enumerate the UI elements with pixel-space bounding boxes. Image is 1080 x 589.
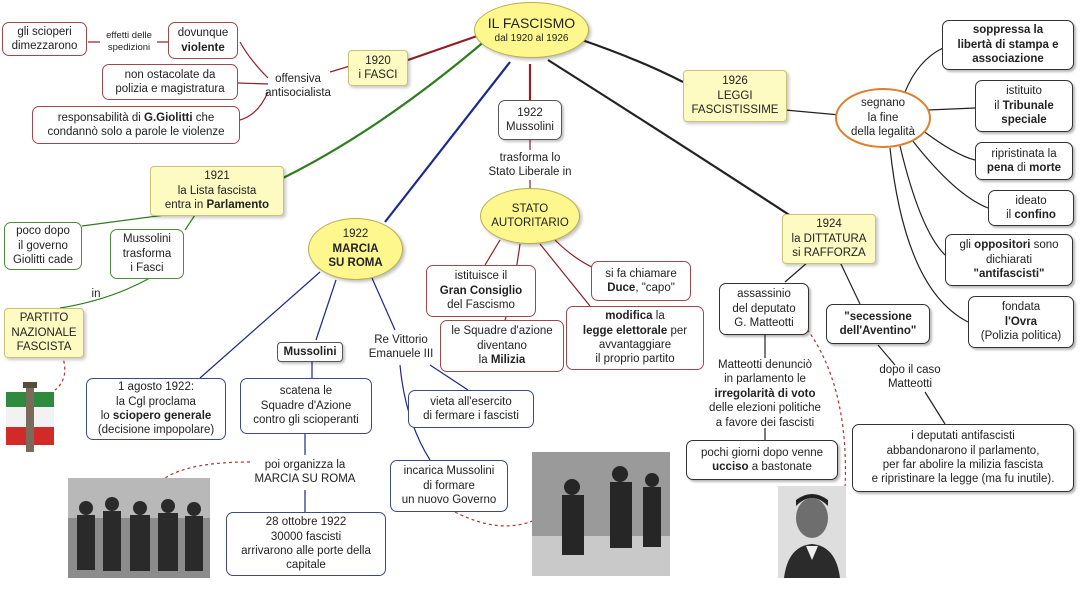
march-photo-image — [68, 478, 210, 578]
link-title-marcia — [384, 61, 511, 223]
link-segnano-pena — [921, 129, 976, 161]
node-1920-year: 1920 — [365, 54, 391, 67]
node-1924-dittatura: 1924 la DITTATURA si RAFFORZA — [782, 214, 876, 264]
denuncio-label: Matteotti denunciò in parlamento le irre… — [709, 359, 821, 429]
node-1926-leggi: 1926 LEGGI FASCISTISSIME — [683, 70, 787, 122]
effetti-label: effetti delle spedizioni — [106, 30, 152, 53]
node-segnano-legalita: segnano la fine della legalità — [835, 88, 931, 148]
link-offensive-polizia — [237, 82, 269, 85]
link-1921-giolitti — [81, 214, 166, 227]
node-ovra: fondata l'Ovra (Polizia politica) — [968, 296, 1074, 348]
march-photo — [68, 478, 210, 578]
link-segnano-oppositori — [899, 145, 946, 256]
link-re-vieta — [429, 364, 469, 391]
link-title-1921 — [282, 39, 487, 179]
dashed-link-incarica-photo — [454, 511, 536, 527]
matteotti-portrait-photo — [778, 486, 846, 578]
node-assassinio-matteotti: assassinio del deputato G. Matteotti — [719, 283, 809, 335]
dashed-link-pnf-flag — [54, 354, 66, 391]
link-trasforma-pnf — [59, 277, 151, 309]
link-dopo-deputati — [924, 391, 946, 425]
link-stato-gran — [484, 239, 501, 266]
node-marcia-su-roma: 1922 MARCIA SU ROMA — [308, 218, 403, 280]
link-offensive-giolitti — [239, 91, 269, 121]
fascist-party-flag-icon — [6, 382, 54, 452]
link-segnano-tribunale — [927, 107, 976, 111]
node-secessione-aventino: "secessione dell'Aventino" — [826, 304, 930, 344]
node-1920-fasci: 1920 i FASCI — [348, 50, 408, 86]
link-1926-segnano — [784, 109, 841, 116]
in-label: in — [91, 287, 101, 300]
title-sub: dal 1920 al 1926 — [494, 32, 569, 44]
node-pena-morte: ripristinata la pena di morte — [975, 142, 1073, 180]
title-main: IL FASCISMO — [487, 15, 576, 31]
link-segnano-ovra — [889, 147, 969, 323]
offensive-label: offensiva antisocialista — [265, 72, 331, 99]
node-28-ottobre: 28 ottobre 1922 30000 fascisti arrivaron… — [226, 512, 386, 576]
link-marcia-mussolini — [315, 279, 337, 341]
node-stato-autoritario: STATO AUTORITARIO — [480, 188, 580, 244]
trasforma-stato-label: trasforma lo Stato Liberale in — [488, 151, 572, 178]
node-oppositori: gli oppositori sono dichiarati "antifasc… — [945, 234, 1073, 286]
node-polizia: non ostacolate da polizia e magistratura — [102, 64, 238, 100]
node-cgl-sciopero: 1 agosto 1922: la Cgl proclama lo sciope… — [86, 378, 226, 440]
node-legge-elettorale: modifica la legge elettorale per avvanta… — [566, 306, 704, 370]
node-pnf: PARTITO NAZIONALE FASCISTA — [4, 308, 84, 358]
organizza-label: poi organizza la MARCIA SU ROMA — [254, 458, 356, 485]
node-trasforma-fasci: Mussolini trasforma i Fasci — [110, 229, 184, 279]
dopo-caso-label: dopo il caso Matteotti — [879, 363, 941, 390]
node-vieta: vieta all'esercito di fermare i fascisti — [408, 390, 534, 428]
node-1922-mussolini: 1922 Mussolini — [498, 100, 562, 140]
matteotti-portrait-image — [778, 486, 846, 578]
link-marcia-cgl — [199, 271, 321, 379]
node-mussolini: Mussolini — [277, 342, 343, 362]
link-marcia-re — [371, 277, 396, 331]
link-segnano-soppressa — [904, 47, 944, 93]
node-ucciso: pochi giorni dopo venne ucciso a bastona… — [686, 440, 838, 480]
re-vittorio-label: Re Vittorio Emanuele III — [368, 333, 434, 360]
node-confino: ideato il confino — [988, 190, 1074, 226]
node-scioperi: gli scioperi dimezzarono — [2, 22, 87, 56]
node-giolitti-resp: responsabilità di G.Giolitti che condann… — [32, 106, 240, 144]
node-squadre-milizia: le Squadre d'azione diventano la Milizia — [440, 320, 564, 372]
link-title-1926 — [581, 38, 684, 83]
node-1920-label: i FASCI — [358, 69, 398, 81]
node-1921-parlamento: 1921 la Lista fascista entra in Parlamen… — [150, 166, 284, 216]
node-gran-consiglio: istituisce il Gran Consiglio del Fascism… — [426, 265, 536, 317]
node-incarica: incarica Mussolini di formare un nuovo G… — [390, 460, 508, 512]
link-segnano-confino — [911, 139, 989, 209]
link-title-1924 — [547, 59, 801, 223]
node-scatena: scatena le Squadre d'Azione contro gli s… — [240, 378, 372, 434]
node-deputati-antifascisti: i deputati antifascisti abbandonarono il… — [852, 424, 1074, 492]
node-violente: dovunque violente — [168, 22, 238, 59]
node-giolitti-cade: poco dopo il governo Giolitti cade — [4, 222, 82, 270]
link-title-1920 — [407, 33, 481, 62]
mussolini-march-photo — [532, 452, 670, 576]
dashed-link-assassinio-photo — [799, 319, 847, 491]
title-node: IL FASCISMO dal 1920 al 1926 — [474, 2, 589, 58]
mussolini-march-photo-image — [532, 452, 670, 576]
link-offensive-violente — [239, 41, 269, 79]
link-1920-offensive — [329, 65, 351, 73]
node-soppressa-liberta: soppressa la libertà di stampa e associa… — [942, 20, 1074, 70]
link-aventino-dopo — [877, 344, 896, 366]
node-tribunale-speciale: istituito il Tribunale speciale — [975, 80, 1073, 132]
link-1924-assassinio — [784, 261, 809, 283]
node-duce: si fa chiamare Duce, "capo" — [591, 261, 691, 301]
link-1921-trasforma — [184, 214, 196, 231]
dashed-link-organizza-photo — [164, 461, 251, 479]
link-stato-legge — [539, 243, 591, 307]
link-1924-aventino — [839, 261, 861, 305]
